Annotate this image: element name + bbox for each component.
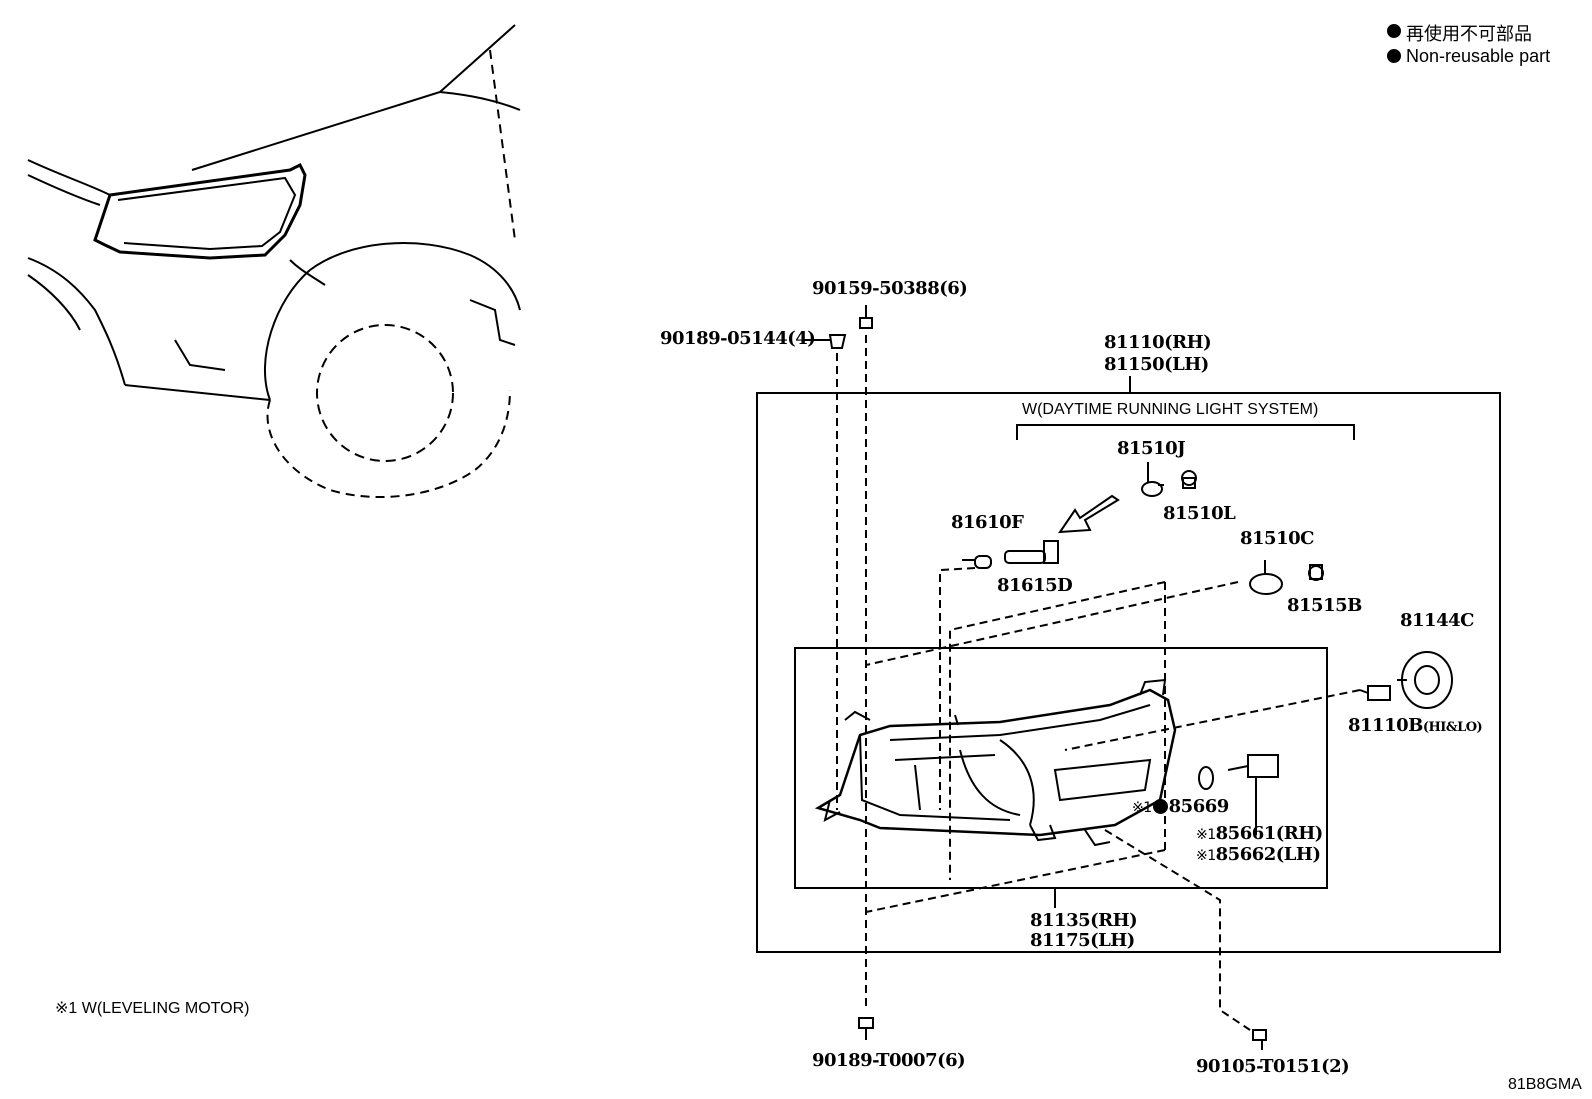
label-81610F: 81610F	[951, 512, 1024, 533]
clip-90189-T0007	[858, 1017, 874, 1040]
label-81510J: 81510J	[1117, 438, 1186, 459]
bulb-81510J	[1141, 462, 1164, 497]
label-81110B: 81110B(HI&LO)	[1348, 715, 1483, 736]
label-assy-lh: 81150(LH)	[1104, 354, 1209, 375]
non-reusable-dot	[1152, 799, 1168, 814]
label-85669: ※1 85669	[1132, 798, 1229, 816]
label-85662-number: 85662(LH)	[1215, 844, 1321, 865]
label-clip-bottom: 90189-T0007(6)	[812, 1050, 966, 1071]
headlamp-housing-drawing	[814, 678, 1177, 847]
footnote: ※1 W(LEVELING MOTOR)	[55, 1000, 250, 1017]
diagram-id: 81B8GMA	[1508, 1076, 1582, 1093]
bulb-81110B	[1359, 685, 1391, 701]
label-81510C: 81510C	[1240, 528, 1314, 549]
label-81510L: 81510L	[1163, 503, 1236, 524]
vehicle-illustration	[27, 24, 521, 499]
legend-en-text: Non-reusable part	[1406, 46, 1551, 66]
screw-90105-T0151	[1252, 1029, 1267, 1050]
label-screw-bottom: 90105-T0151(2)	[1196, 1056, 1350, 1077]
note-mark-85669: ※1	[1132, 800, 1152, 816]
label-bolt-top: 90159-50388(6)	[812, 278, 968, 299]
label-85662: ※185662(LH)	[1196, 844, 1321, 865]
label-clip-top: 90189-05144(4)	[660, 328, 816, 349]
label-81615D: 81615D	[997, 575, 1073, 596]
cap-81144C	[1397, 651, 1453, 709]
note-mark-85661: ※1	[1196, 827, 1216, 843]
label-81515B: 81515B	[1287, 595, 1362, 616]
label-85669-number: 85669	[1168, 796, 1230, 817]
bulb-81510C	[1249, 560, 1283, 595]
label-85661: ※185661(RH)	[1196, 825, 1323, 843]
note-mark-85662: ※1	[1196, 848, 1216, 864]
oring-85669	[1198, 766, 1214, 790]
bolt-90159-50388	[859, 305, 873, 329]
legend-jp-text: 再使用不可部品	[1406, 24, 1532, 44]
label-81144C: 81144C	[1400, 610, 1474, 631]
label-housing-lh: 81175(LH)	[1030, 930, 1135, 951]
motor-85661	[1227, 754, 1279, 835]
socket-81515B	[1308, 564, 1324, 581]
legend-en: Non-reusable part	[1385, 46, 1550, 67]
bulb-81610F	[962, 555, 992, 569]
label-81110B-note: (HI&LO)	[1422, 720, 1483, 735]
clip-90189-05144	[803, 334, 847, 349]
socket-81510L	[1181, 470, 1197, 489]
label-assy-rh: 81110(RH)	[1104, 332, 1212, 353]
label-85661-number: 85661(RH)	[1215, 823, 1324, 844]
legend-jp: 再使用不可部品	[1385, 20, 1532, 46]
label-drl-group: W(DAYTIME RUNNING LIGHT SYSTEM)	[1022, 401, 1319, 418]
label-81110B-number: 81110B	[1348, 715, 1423, 736]
label-housing-rh: 81135(RH)	[1030, 910, 1138, 931]
socket-81615D	[1004, 540, 1059, 564]
